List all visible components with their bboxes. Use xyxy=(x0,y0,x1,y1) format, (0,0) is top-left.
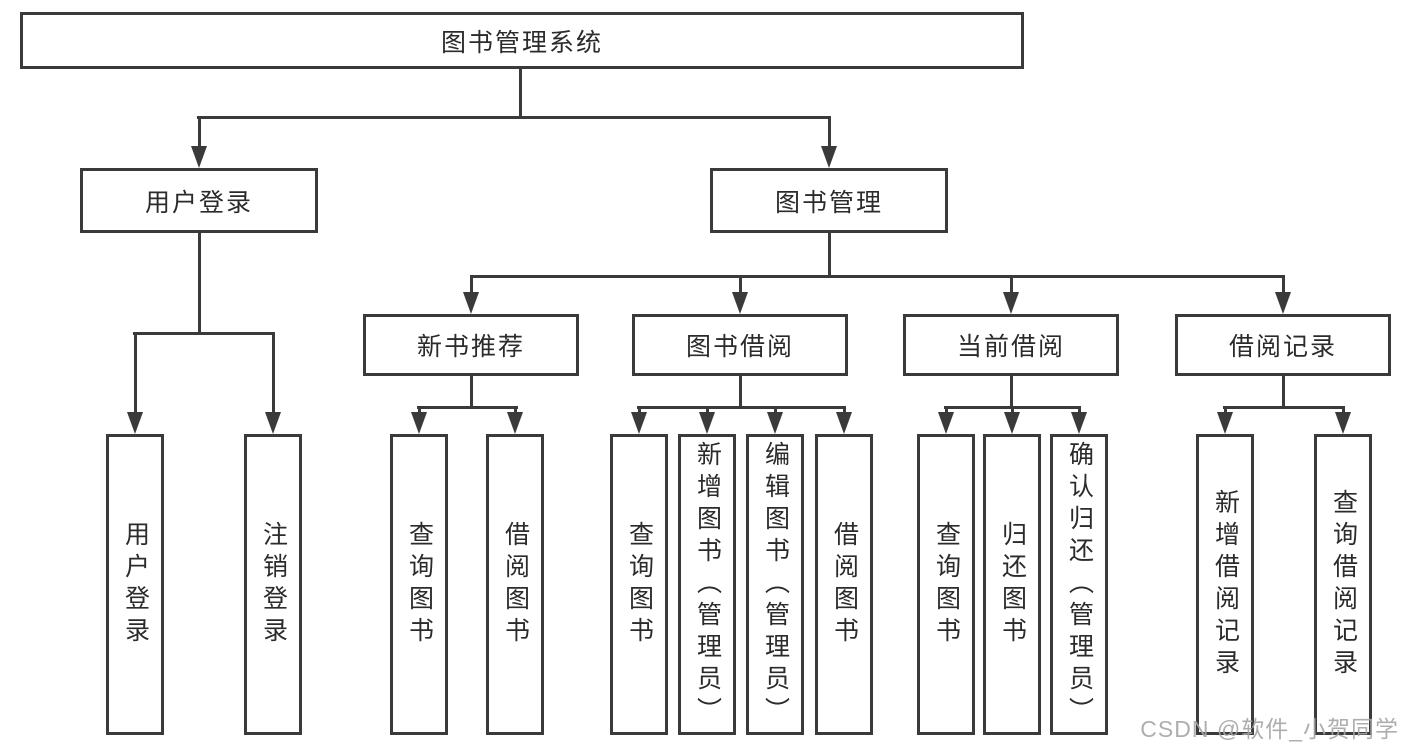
leaf-edit-book-admin: 编辑图书（管理员） xyxy=(746,434,804,735)
leaf-add-book-admin: 新增图书（管理员） xyxy=(678,434,736,735)
leaf-user-login: 用户登录 xyxy=(106,434,164,735)
connector-line xyxy=(1282,376,1285,408)
node-current-borrowing: 当前借阅 xyxy=(903,314,1119,376)
connector-line xyxy=(514,406,517,416)
leaf-label: 查询图书 xyxy=(625,520,654,649)
connector-line xyxy=(638,406,641,416)
connector-line xyxy=(418,406,421,416)
connector-line xyxy=(843,406,846,416)
arrow-down-icon xyxy=(767,412,783,434)
arrow-down-icon xyxy=(1335,412,1351,434)
connector-line xyxy=(1282,275,1285,295)
leaf-query-books-recommend: 查询图书 xyxy=(390,434,448,735)
leaf-query-books-current: 查询图书 xyxy=(917,434,975,735)
leaf-label: 注销登录 xyxy=(259,520,288,649)
connector-line xyxy=(470,376,473,408)
connector-line xyxy=(739,376,742,408)
arrow-down-icon xyxy=(699,412,715,434)
connector-line xyxy=(197,116,831,119)
watermark-text: CSDN @软件_小贺同学 xyxy=(1140,716,1399,742)
arrow-down-icon xyxy=(732,292,748,314)
connector-line xyxy=(1224,406,1227,416)
connector-line xyxy=(470,275,473,295)
leaf-query-borrow-record: 查询借阅记录 xyxy=(1314,434,1372,735)
node-user-login: 用户登录 xyxy=(80,168,318,233)
connector-line xyxy=(828,116,831,150)
node-book-borrowing: 图书借阅 xyxy=(632,314,848,376)
connector-line xyxy=(706,406,709,416)
connector-line xyxy=(134,332,137,416)
node-book-management: 图书管理 xyxy=(710,168,948,233)
arrow-down-icon xyxy=(463,292,479,314)
connector-line xyxy=(739,275,742,295)
arrow-down-icon xyxy=(1004,412,1020,434)
arrow-down-icon xyxy=(1071,412,1087,434)
arrow-down-icon xyxy=(1275,292,1291,314)
arrow-down-icon xyxy=(1217,412,1233,434)
arrow-down-icon xyxy=(191,146,207,168)
connector-line xyxy=(417,406,518,409)
connector-line xyxy=(1223,406,1345,409)
connector-line xyxy=(133,332,275,335)
leaf-label: 归还图书 xyxy=(998,520,1027,649)
connector-line xyxy=(1078,406,1081,416)
arrow-down-icon xyxy=(631,412,647,434)
connector-line xyxy=(519,69,522,117)
arrow-down-icon xyxy=(1003,292,1019,314)
connector-line xyxy=(1010,376,1013,408)
leaf-query-books-borrow: 查询图书 xyxy=(610,434,668,735)
arrow-down-icon xyxy=(938,412,954,434)
arrow-down-icon xyxy=(821,146,837,168)
leaf-borrow-books: 借阅图书 xyxy=(815,434,873,735)
arrow-down-icon xyxy=(127,412,143,434)
connector-line xyxy=(828,233,831,277)
leaf-label: 确认归还（管理员） xyxy=(1065,440,1094,729)
leaf-label: 新增借阅记录 xyxy=(1211,488,1240,681)
connector-line xyxy=(945,406,948,416)
connector-line xyxy=(198,233,201,334)
leaf-label: 查询借阅记录 xyxy=(1329,488,1358,681)
connector-line xyxy=(470,275,1284,278)
node-new-book-recommendation: 新书推荐 xyxy=(363,314,579,376)
arrow-down-icon xyxy=(507,412,523,434)
leaf-label: 借阅图书 xyxy=(830,520,859,649)
arrow-down-icon xyxy=(411,412,427,434)
leaf-label: 查询图书 xyxy=(932,520,961,649)
connector-line xyxy=(1011,406,1014,416)
connector-line xyxy=(198,116,201,150)
connector-line xyxy=(774,406,777,416)
leaf-label: 借阅图书 xyxy=(501,520,530,649)
node-borrowing-records: 借阅记录 xyxy=(1175,314,1391,376)
leaf-add-borrow-record: 新增借阅记录 xyxy=(1196,434,1254,735)
leaf-logout: 注销登录 xyxy=(244,434,302,735)
connector-line xyxy=(1010,275,1013,295)
arrow-down-icon xyxy=(265,412,281,434)
leaf-label: 用户登录 xyxy=(121,520,150,649)
leaf-return-books: 归还图书 xyxy=(983,434,1041,735)
node-library-management-system: 图书管理系统 xyxy=(20,12,1024,69)
connector-line xyxy=(1342,406,1345,416)
leaf-confirm-return-admin: 确认归还（管理员） xyxy=(1050,434,1108,735)
arrow-down-icon xyxy=(836,412,852,434)
leaf-borrow-books-recommend: 借阅图书 xyxy=(486,434,544,735)
leaf-label: 编辑图书（管理员） xyxy=(761,440,790,729)
connector-line xyxy=(637,406,846,409)
leaf-label: 新增图书（管理员） xyxy=(693,440,722,729)
connector-line xyxy=(272,332,275,416)
leaf-label: 查询图书 xyxy=(405,520,434,649)
